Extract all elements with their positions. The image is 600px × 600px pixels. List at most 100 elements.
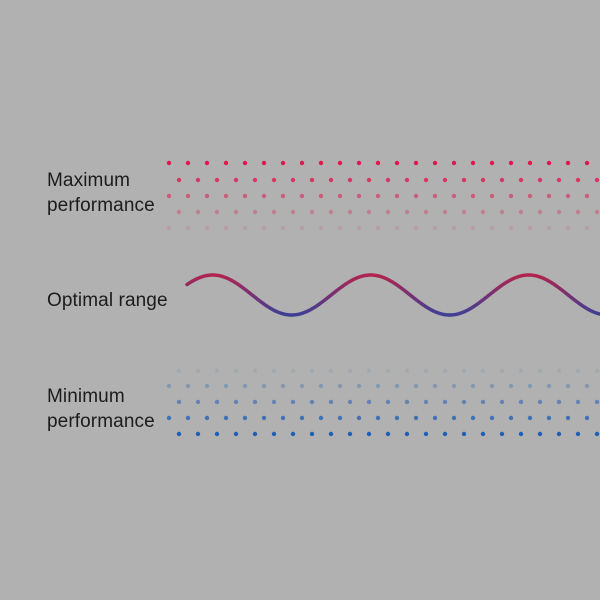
maximum-performance-dot xyxy=(223,225,229,231)
maximum-performance-dot xyxy=(375,193,381,199)
minimum-performance-dot xyxy=(461,431,467,437)
maximum-performance-dot xyxy=(309,177,315,183)
minimum-performance-dot xyxy=(233,399,239,405)
minimum-performance-dot xyxy=(242,415,248,421)
minimum-performance-dot xyxy=(385,431,391,437)
maximum-performance-label-line-2: performance xyxy=(47,195,155,216)
minimum-performance-dot xyxy=(375,383,381,389)
maximum-performance-dot xyxy=(470,160,476,166)
maximum-performance-dot xyxy=(584,225,590,231)
minimum-performance-label-line-2: performance xyxy=(47,411,155,432)
maximum-performance-dot xyxy=(261,225,267,231)
maximum-performance-dot xyxy=(242,193,248,199)
maximum-performance-dot xyxy=(356,160,362,166)
maximum-performance-dot xyxy=(518,177,524,183)
minimum-performance-dot xyxy=(280,415,286,421)
maximum-performance-dot xyxy=(423,177,429,183)
minimum-performance-dot xyxy=(413,383,419,389)
minimum-performance-dot xyxy=(366,399,372,405)
minimum-performance-label: Minimum performance xyxy=(47,384,155,434)
minimum-performance-dot xyxy=(432,415,438,421)
maximum-performance-dot xyxy=(242,225,248,231)
minimum-performance-dot xyxy=(233,368,239,374)
minimum-performance-dot xyxy=(432,383,438,389)
minimum-performance-dot xyxy=(442,431,448,437)
maximum-performance-dot xyxy=(356,225,362,231)
maximum-performance-dot xyxy=(480,209,486,215)
maximum-performance-dot xyxy=(252,177,258,183)
minimum-performance-dot xyxy=(546,383,552,389)
maximum-performance-dot xyxy=(432,193,438,199)
minimum-performance-dot xyxy=(575,368,581,374)
minimum-performance-dot xyxy=(271,368,277,374)
optimal-range-label: Optimal range xyxy=(47,290,168,311)
maximum-performance-dot xyxy=(347,209,353,215)
maximum-performance-dot xyxy=(385,177,391,183)
minimum-performance-dot xyxy=(584,383,590,389)
minimum-performance-dot xyxy=(318,415,324,421)
maximum-performance-dot xyxy=(442,209,448,215)
maximum-performance-dot xyxy=(432,225,438,231)
minimum-performance-dot xyxy=(195,431,201,437)
maximum-performance-dot xyxy=(546,193,552,199)
minimum-performance-dot xyxy=(195,399,201,405)
maximum-performance-dot xyxy=(575,177,581,183)
minimum-performance-dot xyxy=(489,383,495,389)
minimum-performance-dot xyxy=(461,368,467,374)
minimum-performance-dot xyxy=(318,383,324,389)
minimum-performance-dot xyxy=(442,399,448,405)
maximum-performance-dot xyxy=(451,160,457,166)
maximum-performance-dot xyxy=(508,160,514,166)
minimum-performance-dot xyxy=(214,399,220,405)
minimum-performance-dot xyxy=(204,383,210,389)
maximum-performance-dot xyxy=(328,177,334,183)
minimum-performance-dot xyxy=(337,415,343,421)
minimum-performance-dot xyxy=(366,368,372,374)
maximum-performance-dot xyxy=(204,225,210,231)
maximum-performance-label: Maximum performance xyxy=(47,168,155,218)
minimum-performance-dot xyxy=(394,383,400,389)
maximum-performance-dot xyxy=(318,225,324,231)
minimum-performance-dot xyxy=(480,368,486,374)
minimum-performance-dot xyxy=(347,431,353,437)
maximum-performance-dot xyxy=(166,160,172,166)
maximum-performance-dot xyxy=(185,225,191,231)
maximum-performance-dot xyxy=(233,177,239,183)
minimum-performance-dot xyxy=(461,399,467,405)
minimum-performance-dots xyxy=(166,368,600,437)
minimum-performance-dot xyxy=(271,399,277,405)
minimum-performance-dot xyxy=(442,368,448,374)
maximum-performance-dot xyxy=(584,160,590,166)
maximum-performance-dot xyxy=(261,160,267,166)
minimum-performance-dot xyxy=(565,415,571,421)
minimum-performance-dot xyxy=(261,415,267,421)
maximum-performance-dot xyxy=(356,193,362,199)
maximum-performance-dot xyxy=(166,225,172,231)
maximum-performance-dot xyxy=(261,193,267,199)
maximum-performance-dot xyxy=(461,177,467,183)
minimum-performance-dot xyxy=(337,383,343,389)
minimum-performance-dot xyxy=(176,368,182,374)
maximum-performance-dot xyxy=(328,209,334,215)
maximum-performance-dot xyxy=(176,209,182,215)
minimum-performance-dot xyxy=(404,399,410,405)
minimum-performance-dot xyxy=(252,368,258,374)
maximum-performance-dot xyxy=(375,160,381,166)
minimum-performance-dot xyxy=(594,368,600,374)
maximum-performance-dot xyxy=(594,177,600,183)
maximum-performance-dot xyxy=(537,177,543,183)
maximum-performance-dot xyxy=(489,225,495,231)
minimum-performance-dot xyxy=(309,399,315,405)
minimum-performance-dot xyxy=(356,415,362,421)
maximum-performance-dot xyxy=(480,177,486,183)
minimum-performance-dot xyxy=(328,368,334,374)
minimum-performance-dot xyxy=(518,368,524,374)
maximum-performance-dot xyxy=(185,160,191,166)
maximum-performance-dot xyxy=(299,193,305,199)
minimum-performance-dot xyxy=(423,368,429,374)
maximum-performance-dot xyxy=(565,225,571,231)
minimum-performance-dot xyxy=(480,399,486,405)
minimum-performance-dot xyxy=(404,431,410,437)
maximum-performance-dot xyxy=(556,177,562,183)
minimum-performance-dot xyxy=(166,415,172,421)
